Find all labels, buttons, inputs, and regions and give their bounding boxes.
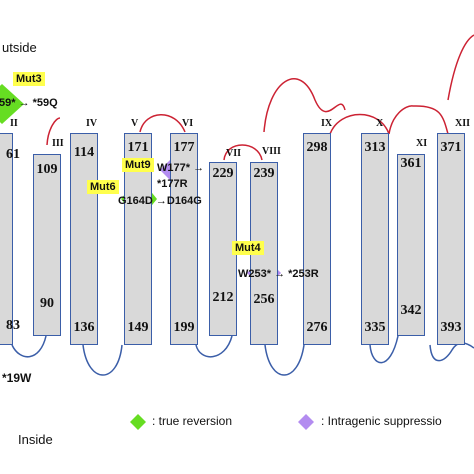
- helix-VI-top: 177: [173, 140, 195, 155]
- helix-II-bottom: 83: [6, 318, 20, 333]
- helix-X-label: X: [376, 118, 384, 129]
- helix-VII-bottom: 212: [212, 290, 234, 305]
- loop-VII-VIII-outside: [223, 144, 263, 161]
- loop-IX-X-outside: [329, 113, 390, 135]
- legend-true-reversion-icon: [130, 414, 146, 430]
- helix-X-top: 313: [364, 140, 386, 155]
- mut6-change: G164D →D164G: [118, 195, 202, 207]
- helix-II: [0, 133, 13, 345]
- helix-IX-bottom: 276: [306, 320, 328, 335]
- helix-VII-label: VII: [226, 148, 242, 159]
- loop-inside-5: [264, 344, 305, 376]
- helix-III-label: III: [52, 138, 64, 149]
- loop-inside-2: [82, 344, 123, 376]
- outside-label: utside: [2, 40, 37, 55]
- legend-intragenic-icon: [298, 414, 314, 430]
- loop-V-VI-outside: [139, 114, 186, 133]
- legend-intragenic: : Intragenic suppressio: [321, 414, 442, 428]
- helix-IX-top: 298: [306, 140, 328, 155]
- helix-V-label: V: [131, 118, 139, 129]
- inside-label: Inside: [18, 432, 53, 447]
- helix-XI: [397, 154, 425, 336]
- mut3-change: 59* → *59Q: [0, 97, 58, 109]
- helix-XI-top: 361: [400, 156, 422, 171]
- w19-change: *19W: [2, 371, 32, 385]
- helix-XI-label: XI: [416, 138, 428, 149]
- helix-VI: [170, 133, 198, 345]
- helix-III-top: 109: [36, 162, 58, 177]
- legend-true-reversion: : true reversion: [152, 414, 233, 428]
- helix-X-bottom: 335: [364, 320, 386, 335]
- helix-VIII-label: VIII: [262, 146, 281, 157]
- mut4-badge: Mut4: [232, 241, 264, 255]
- mut9-change: W177* → *177R: [157, 162, 205, 190]
- loop-inside-3: [195, 335, 233, 358]
- helix-IV: [70, 133, 98, 345]
- helix-VI-bottom: 199: [173, 320, 195, 335]
- mut3-badge: Mut3: [13, 72, 45, 86]
- helix-III: [33, 154, 61, 336]
- helix-XII-label: XII: [455, 118, 471, 129]
- helix-X: [361, 133, 389, 345]
- helix-XII: [437, 133, 465, 345]
- helix-III-bottom: 90: [40, 296, 54, 311]
- true-reversion-diamond-mut3: [0, 84, 24, 124]
- loop-XII-outside: [447, 34, 474, 101]
- helix-VI-label: VI: [182, 118, 194, 129]
- mut6-badge: Mut6: [87, 180, 119, 194]
- helix-IV-label: IV: [86, 118, 98, 129]
- helix-VIII-bottom: 256: [253, 292, 275, 307]
- loop-X-XI-outside: [388, 105, 449, 135]
- loop-VIII-IX-outside: [263, 78, 346, 133]
- helix-VIII-top: 239: [253, 166, 275, 181]
- helix-XII-top: 371: [440, 140, 462, 155]
- mut4-change: W253* → *253R: [238, 268, 319, 280]
- loop-inside-7: [429, 342, 474, 362]
- loop-inside-6: [369, 335, 399, 364]
- helix-V-bottom: 149: [127, 320, 149, 335]
- mut9-badge: Mut9: [122, 158, 154, 172]
- loop-II-III-outside: [46, 117, 61, 146]
- helix-IX: [303, 133, 331, 345]
- helix-IV-bottom: 136: [73, 320, 95, 335]
- loop-inside-1: [11, 335, 47, 358]
- helix-V-top: 171: [127, 140, 149, 155]
- helix-IV-top: 114: [73, 145, 95, 160]
- helix-VII-top: 229: [212, 166, 234, 181]
- helix-IX-label: IX: [321, 118, 333, 129]
- helix-XII-bottom: 393: [440, 320, 462, 335]
- helix-XI-bottom: 342: [400, 303, 422, 318]
- helix-II-label: II: [10, 118, 18, 129]
- helix-II-top: 61: [6, 147, 20, 162]
